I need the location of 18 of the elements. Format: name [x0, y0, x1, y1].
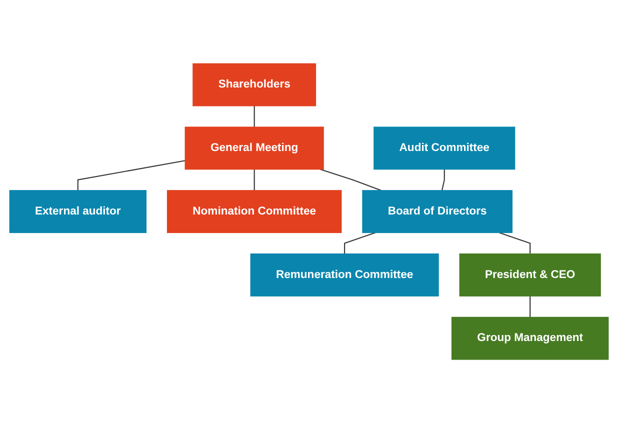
node-box: [9, 190, 147, 233]
node-box: [184, 126, 324, 170]
connector: [254, 106, 255, 127]
node-box: [374, 126, 516, 170]
node-box: [192, 63, 316, 106]
connector: [442, 169, 445, 190]
node-box: [362, 190, 512, 233]
node-box: [459, 253, 601, 296]
connector: [344, 232, 376, 254]
connector: [320, 168, 382, 191]
org-chart: Shareholders General Meeting External auditor Nomination Committee Audit Committee Board of Directors Remuneration Committee President & CEO Group Management: [4, 58, 614, 366]
connector: [530, 296, 531, 318]
connector: [77, 160, 186, 190]
node-box: [166, 190, 342, 233]
connector: [254, 169, 255, 190]
node-box: [451, 316, 609, 360]
connector: [499, 232, 531, 254]
node-box: [250, 253, 439, 296]
